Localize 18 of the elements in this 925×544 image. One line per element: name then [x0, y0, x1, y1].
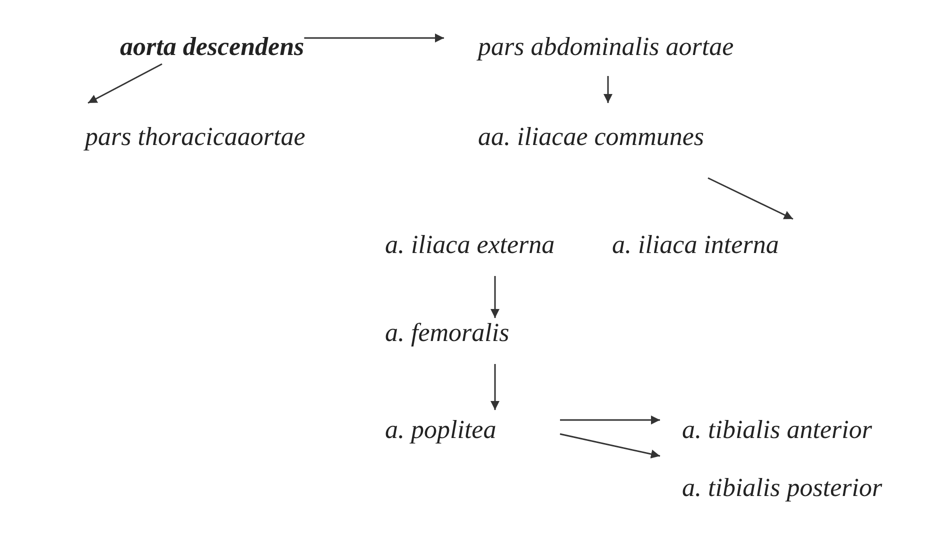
- arrow: [708, 177, 794, 220]
- arrow: [490, 364, 500, 410]
- arrow: [560, 433, 660, 458]
- artery-label: pars abdominalis aortae: [444, 32, 734, 76]
- artery-label: a. iliaca interna: [612, 219, 779, 260]
- arrow: [490, 276, 500, 318]
- artery-label: a. femoralis: [385, 318, 510, 364]
- artery-label: aa. iliacae communes: [478, 103, 704, 178]
- artery-label: a. tibialis anterior: [660, 415, 872, 445]
- artery-label: aorta descendens: [120, 32, 304, 64]
- arrow: [304, 34, 444, 42]
- arrow: [560, 416, 660, 424]
- artery-label: pars thoracicaaortae: [85, 103, 306, 152]
- arrow: [88, 63, 162, 104]
- arrow: [604, 76, 612, 103]
- artery-label: a. tibialis posterior: [660, 453, 882, 503]
- artery-label: a. iliaca externa: [385, 230, 555, 276]
- artery-label: a. poplitea: [385, 410, 560, 445]
